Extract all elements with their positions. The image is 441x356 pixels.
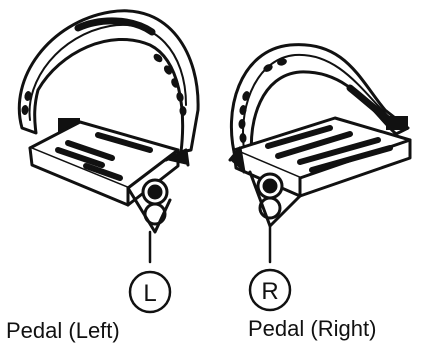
right-pedal-illustration xyxy=(230,45,410,262)
left-marker: L xyxy=(130,272,170,312)
right-marker: R xyxy=(250,270,290,310)
left-pedal-illustration xyxy=(19,11,198,262)
left-pedal-caption: Pedal (Left) xyxy=(6,318,120,344)
right-marker-letter: R xyxy=(261,278,278,305)
left-marker-letter: L xyxy=(143,280,156,307)
right-pedal-caption: Pedal (Right) xyxy=(248,316,376,342)
